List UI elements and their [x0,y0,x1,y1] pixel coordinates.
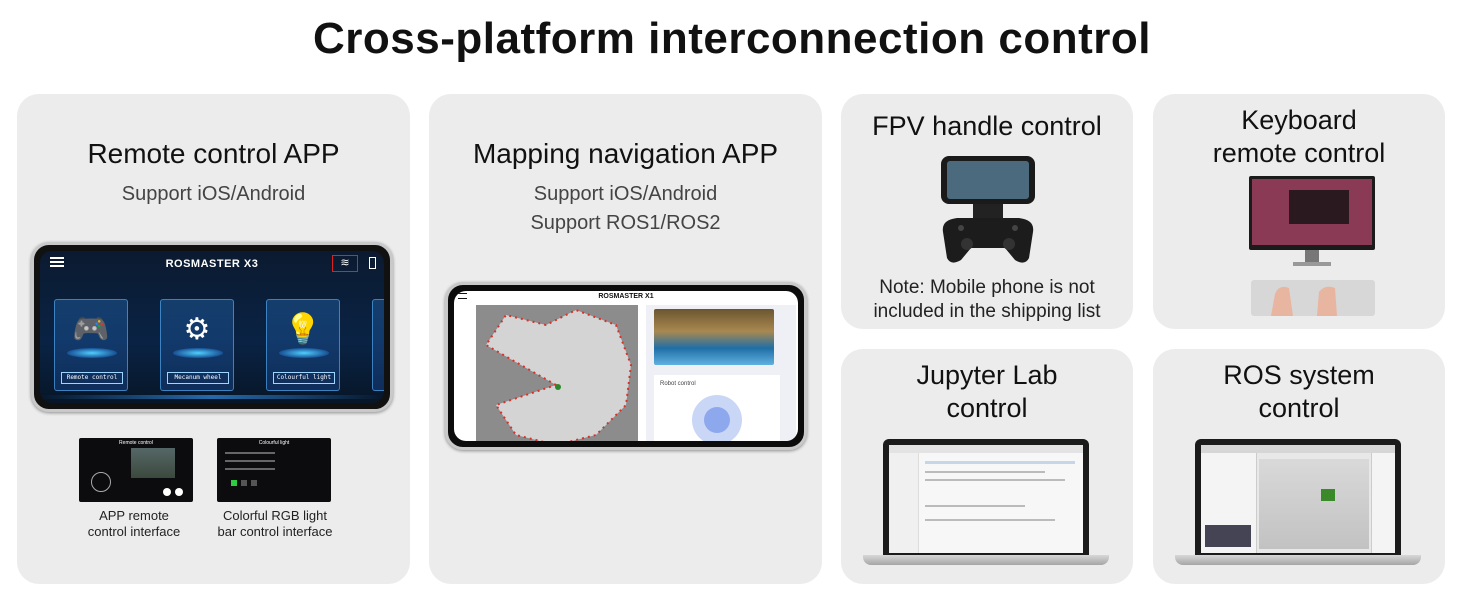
thumbnail-title: Colourful light [258,440,290,446]
ros-card: ROS system control [1153,349,1445,584]
rgb-light-thumbnail: Colourful light [217,438,331,502]
tile-partial [372,299,384,391]
keyboard-card: Keyboard remote control [1153,94,1445,329]
mapping-app-title: Mapping navigation APP [472,138,779,169]
jupyter-title-line-1: Jupyter Lab [916,360,1058,390]
fpv-card: FPV handle control Note: Mobile phone is… [841,94,1133,329]
mapping-app-subtitle-2: Support ROS1/ROS2 [530,212,721,234]
mapping-app-screen: ROSMASTER X1 Robot control [454,291,798,441]
jupyter-screen [889,445,1083,553]
tile-mecanum-wheel: ⚙ Mecanum wheel [160,299,234,391]
ros-title-line-2: control [1258,393,1340,423]
laptop-ros [1195,439,1401,555]
remote-phone-mockup: ROSMASTER X3 ≋ 🎮 Remote control ⚙ Mecanu… [31,242,393,412]
caption-line: control interface [87,524,181,539]
caption-rgb-light: Colorful RGB light bar control interface [195,508,355,540]
gamepad-with-phone-image [933,154,1043,269]
menu-icon [458,293,467,299]
slam-map-view [476,305,638,441]
keyboard-title-line-1: Keyboard [1241,105,1357,135]
joystick-control[interactable] [692,395,742,441]
page-title: Cross-platform interconnection control [313,14,1151,63]
mapping-app-card: Mapping navigation APP Support iOS/Andro… [429,94,822,584]
laptop-jupyter [883,439,1089,555]
tile-label: Colourful light [273,372,335,384]
fpv-note-line-1: Note: Mobile phone is not [879,277,1095,298]
mecanum-wheel-icon: ⚙ [183,313,211,346]
wifi-icon: ≋ [332,255,358,272]
keyboard-title-line-2: remote control [1212,138,1386,168]
tile-label: Remote control [61,372,123,384]
laptop-base [1175,555,1421,565]
thumbnail-title: Remote control [119,440,153,446]
robot-control-panel: Robot control [654,375,780,441]
mapping-app-header-title: ROSMASTER X1 [598,293,654,300]
light-bulb-icon: 💡 [284,313,322,346]
remote-app-title: Remote control APP [87,138,340,169]
tile-colourful-light: 💡 Colourful light [266,299,340,391]
laptop-base [863,555,1109,565]
tile-label: Mecanum wheel [167,372,229,384]
camera-preview [654,309,774,365]
mapping-app-subtitle-1: Support iOS/Android [533,183,718,205]
caption-line: APP remote [99,508,169,523]
monitor-icon [1249,176,1375,316]
ros-title-line-1: ROS system [1223,360,1375,390]
remote-app-screen: ROSMASTER X3 ≋ 🎮 Remote control ⚙ Mecanu… [40,251,384,403]
robot-control-label: Robot control [660,381,696,387]
menu-icon [50,257,64,267]
remote-app-subtitle: Support iOS/Android [121,183,306,205]
monitor-keyboard-image [1249,176,1375,326]
mapping-side-panel: Robot control [646,305,796,441]
slam-map-drawing [484,308,633,441]
rviz-screen [1201,445,1395,553]
caption-line: Colorful RGB light [222,508,328,523]
tile-remote-control: 🎮 Remote control [54,299,128,391]
jupyter-card: Jupyter Lab control [841,349,1133,584]
camera-preview [131,448,175,478]
caption-line: bar control interface [217,524,333,539]
joystick-icon [91,472,111,492]
app-remote-control-thumbnail: Remote control [79,438,193,502]
remote-app-card: Remote control APP Support iOS/Android R… [17,94,410,584]
gamepad-icon [941,156,1035,263]
fpv-note-line-2: included in the shipping list [873,301,1101,322]
battery-icon [369,257,376,269]
caption-app-remote: APP remote control interface [59,508,209,540]
remote-app-header-title: ROSMASTER X3 [165,258,259,270]
mapping-phone-mockup: ROSMASTER X1 Robot control [445,282,807,450]
jupyter-title-line-2: control [946,393,1028,423]
gamepad-icon: 🎮 [72,313,110,346]
fpv-title: FPV handle control [872,111,1102,141]
